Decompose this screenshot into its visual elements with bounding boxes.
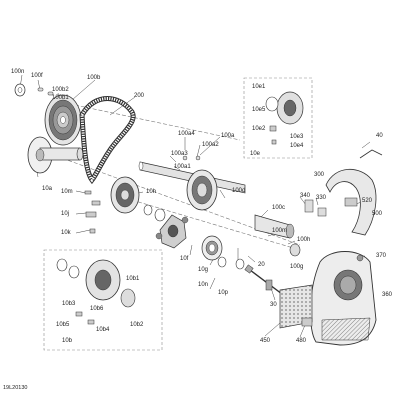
callout-10a[interactable]: 10a xyxy=(42,186,53,192)
part-100b-pulley-sheave xyxy=(44,94,82,146)
part-340-bracket xyxy=(304,199,327,217)
callout-100b[interactable]: 100b xyxy=(87,75,101,81)
callout-10b6[interactable]: 10b6 xyxy=(90,306,104,312)
part-10g-spring xyxy=(201,235,223,261)
part-10-drive-pulley-assembly xyxy=(110,176,166,222)
callout-500[interactable]: 500 xyxy=(372,211,383,217)
callout-10b4[interactable]: 10b4 xyxy=(96,327,110,333)
callout-10n[interactable]: 10n xyxy=(198,282,209,288)
callout-10e[interactable]: 10e xyxy=(250,151,261,157)
callout-100m[interactable]: 100m xyxy=(272,228,288,234)
part-100c-sleeve xyxy=(254,214,295,239)
callout-10b5[interactable]: 10b5 xyxy=(56,322,70,328)
callout-340[interactable]: 340 xyxy=(300,193,311,199)
callout-100b2[interactable]: 100b2 xyxy=(52,87,69,93)
inset-10e-parts xyxy=(243,77,313,159)
callout-10k[interactable]: 10k xyxy=(61,230,71,236)
callout-100a1[interactable]: 100a1 xyxy=(174,164,191,170)
callout-10b3[interactable]: 10b3 xyxy=(62,301,76,307)
callout-20[interactable]: 20 xyxy=(258,262,265,268)
callout-10e4[interactable]: 10e4 xyxy=(290,143,304,149)
callout-10h[interactable]: 10h xyxy=(146,189,157,195)
part-10f-spider xyxy=(155,214,189,249)
callout-200[interactable]: 200 xyxy=(134,93,145,99)
callout-100a2[interactable]: 100a2 xyxy=(202,142,219,148)
callout-10f[interactable]: 10f xyxy=(180,256,189,262)
callout-100g[interactable]: 100g xyxy=(290,264,304,270)
callout-480[interactable]: 480 xyxy=(296,338,307,344)
callout-100a4[interactable]: 100a4 xyxy=(178,131,195,137)
callout-100c[interactable]: 100c xyxy=(272,205,286,211)
part-200-drive-belt xyxy=(79,96,136,185)
part-370-knob xyxy=(356,254,364,262)
callout-30[interactable]: 30 xyxy=(270,302,277,308)
callout-520[interactable]: 520 xyxy=(362,198,373,204)
part-360-housing xyxy=(310,251,377,346)
callout-100h[interactable]: 100h xyxy=(297,237,311,243)
callout-10b[interactable]: 10b xyxy=(62,338,73,344)
callout-10b2[interactable]: 10b2 xyxy=(130,322,144,328)
part-30-bolt xyxy=(265,279,273,291)
part-100d-cam xyxy=(186,169,218,211)
inset-10b-parts xyxy=(43,249,163,351)
callout-10e3[interactable]: 10e3 xyxy=(290,134,304,140)
callout-100n[interactable]: 100n xyxy=(11,69,25,75)
part-300-belt-guard xyxy=(325,168,377,236)
callout-370[interactable]: 370 xyxy=(376,253,387,259)
callout-10e1[interactable]: 10e1 xyxy=(252,84,266,90)
callout-10e2[interactable]: 10e2 xyxy=(252,126,266,132)
callout-450[interactable]: 450 xyxy=(260,338,271,344)
callout-10j[interactable]: 10j xyxy=(61,211,70,217)
part-10m-screws xyxy=(84,190,101,234)
callout-10e5[interactable]: 10e5 xyxy=(252,107,266,113)
callout-10p[interactable]: 10p xyxy=(218,290,229,296)
callout-10m[interactable]: 10m xyxy=(61,189,73,195)
callout-10g[interactable]: 10g xyxy=(198,267,209,273)
callout-100d[interactable]: 100d xyxy=(232,188,246,194)
part-10a-fixed-sheave xyxy=(27,136,84,174)
callout-100b1[interactable]: 100b1 xyxy=(52,95,69,101)
part-100n-washer xyxy=(14,83,26,97)
part-10p-washer xyxy=(235,258,245,270)
part-40-clip xyxy=(359,149,383,159)
part-10n-washer xyxy=(217,256,227,268)
part-100g-bushing xyxy=(289,243,301,257)
callout-360[interactable]: 360 xyxy=(382,292,393,298)
callout-300[interactable]: 300 xyxy=(314,172,325,178)
callout-10b1[interactable]: 10b1 xyxy=(126,276,140,282)
callout-100f[interactable]: 100f xyxy=(31,73,43,79)
callout-100a3[interactable]: 100a3 xyxy=(171,151,188,157)
part-480-pad xyxy=(301,317,313,327)
callout-330[interactable]: 330 xyxy=(316,195,327,201)
callout-40[interactable]: 40 xyxy=(376,133,383,139)
callout-100a[interactable]: 100a xyxy=(221,133,235,139)
drawing-id: 19L20130 xyxy=(3,385,28,391)
